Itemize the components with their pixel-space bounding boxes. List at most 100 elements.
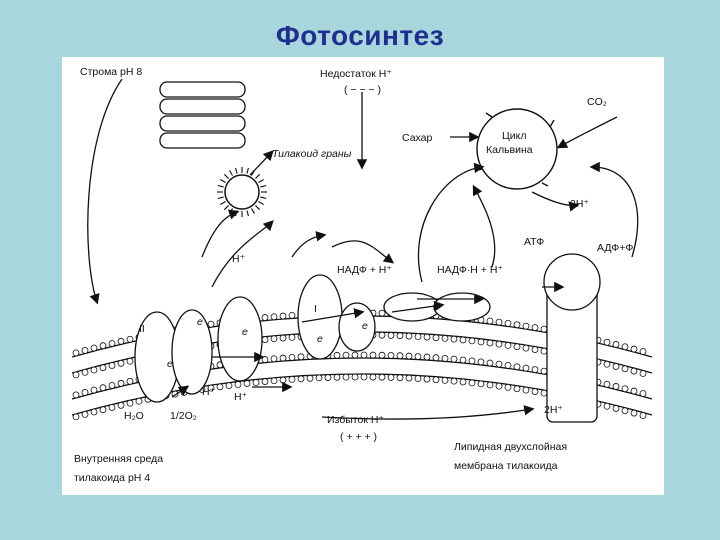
lipid-head — [108, 382, 116, 389]
lipid-head — [495, 360, 503, 368]
membrane-label-2: мембрана тилакоида — [454, 460, 558, 472]
lipid-head — [495, 382, 503, 390]
lipid-head — [423, 375, 431, 383]
lipid-head — [72, 391, 80, 399]
lipid-head — [72, 371, 80, 379]
lumen-label-1: Внутренняя среда — [74, 453, 163, 465]
lipid-head — [531, 388, 539, 395]
flow-arrows — [87, 78, 639, 420]
lipid-head — [387, 332, 395, 339]
lipid-head — [117, 359, 125, 367]
lipid-head — [72, 413, 80, 421]
antenna-ray — [251, 208, 255, 214]
lipid-head — [630, 409, 638, 417]
photosynthesis-diagram: Строма рН 8 Недостаток Н⁺ ( − − − ) CO₂ … — [62, 57, 664, 495]
lipid-head — [522, 386, 530, 394]
membrane-proteins — [134, 253, 601, 423]
antenna-ray — [217, 184, 224, 188]
photosystem-2-label: II — [139, 323, 145, 335]
lipid-head — [81, 389, 89, 396]
lipid-head — [468, 337, 476, 345]
lipid-head — [540, 389, 548, 397]
lipid-head — [99, 406, 107, 414]
lipid-head — [621, 343, 629, 351]
antenna-complex — [217, 167, 267, 217]
lipid-head — [333, 373, 341, 381]
lipid-head — [378, 309, 386, 317]
antenna-ray — [255, 173, 261, 179]
lipid-head — [459, 378, 467, 386]
lipid-head — [126, 335, 134, 343]
lipid-head — [504, 341, 512, 349]
lipid-head — [405, 352, 413, 360]
membrane-label-1: Липидная двухслойная — [454, 441, 567, 453]
lipid-head — [90, 386, 98, 394]
lipid-head — [621, 365, 629, 373]
lipid-head — [612, 383, 620, 390]
lipid-head — [432, 334, 440, 342]
lipid-head — [351, 351, 359, 359]
lipid-head — [387, 352, 395, 359]
lipid-head — [486, 339, 494, 347]
lipid-head — [495, 340, 503, 348]
lipid-head — [414, 353, 422, 360]
lipid-head — [531, 346, 539, 353]
lipid-head — [270, 377, 278, 385]
antenna-ray — [255, 205, 261, 211]
lipid-head — [90, 366, 98, 374]
lipid-head — [639, 390, 647, 397]
two-h-bottom-label: 2Н⁺ — [544, 404, 563, 416]
lipid-head — [351, 373, 359, 381]
nadp-label: НАДФ + Н⁺ — [337, 264, 392, 276]
two-h-top-label: 2Н⁺ — [570, 198, 589, 210]
lipid-head — [540, 325, 548, 333]
lipid-head — [108, 362, 116, 369]
lipid-head — [288, 311, 296, 319]
lipid-head — [72, 349, 80, 357]
lipid-head — [234, 381, 242, 388]
lipid-head — [288, 333, 296, 341]
lipid-head — [90, 408, 98, 416]
calvin-label-2: Кальвина — [486, 144, 533, 156]
lipid-head — [486, 317, 494, 325]
nadph-label: НАДФ·Н + Н⁺ — [437, 264, 503, 276]
grana-label: Тилакоид граны — [272, 148, 352, 160]
lipid-head — [639, 348, 647, 355]
lipid-head — [270, 313, 278, 321]
lipid-head — [432, 354, 440, 362]
electron-label: е — [197, 316, 203, 328]
lipid-head — [639, 412, 647, 419]
lipid-head — [486, 381, 494, 389]
lipid-head — [459, 336, 467, 344]
lipid-head — [342, 373, 350, 381]
lipid-head — [477, 358, 485, 366]
lipid-head — [459, 356, 467, 364]
lipid-head — [477, 338, 485, 346]
antenna-ray — [220, 179, 226, 183]
lipid-head — [261, 378, 269, 385]
lipid-head — [513, 385, 521, 393]
lipid-head — [360, 351, 368, 359]
lipid-head — [342, 351, 350, 359]
lipid-head — [441, 334, 449, 342]
deficit-sign: ( − − − ) — [344, 84, 381, 96]
lipid-head — [126, 357, 134, 365]
lipid-head — [99, 342, 107, 350]
lipid-head — [414, 333, 422, 340]
photosystem-1-label: I — [314, 303, 317, 315]
electron-label: е — [242, 326, 248, 338]
antenna-ray — [220, 201, 226, 205]
sugar-label: Сахар — [402, 132, 433, 144]
lipid-head — [117, 379, 125, 387]
lipid-head — [423, 353, 431, 361]
lipid-head — [99, 384, 107, 392]
lipid-head — [522, 364, 530, 372]
lipid-head — [270, 355, 278, 363]
lipid-head — [468, 357, 476, 365]
h-plus-lumen-label: Н⁺ — [202, 386, 216, 398]
lipid-head — [540, 367, 548, 375]
antenna-ray — [234, 167, 238, 174]
lipid-head — [99, 364, 107, 372]
lipid-head — [279, 312, 287, 320]
lipid-head — [450, 355, 458, 363]
